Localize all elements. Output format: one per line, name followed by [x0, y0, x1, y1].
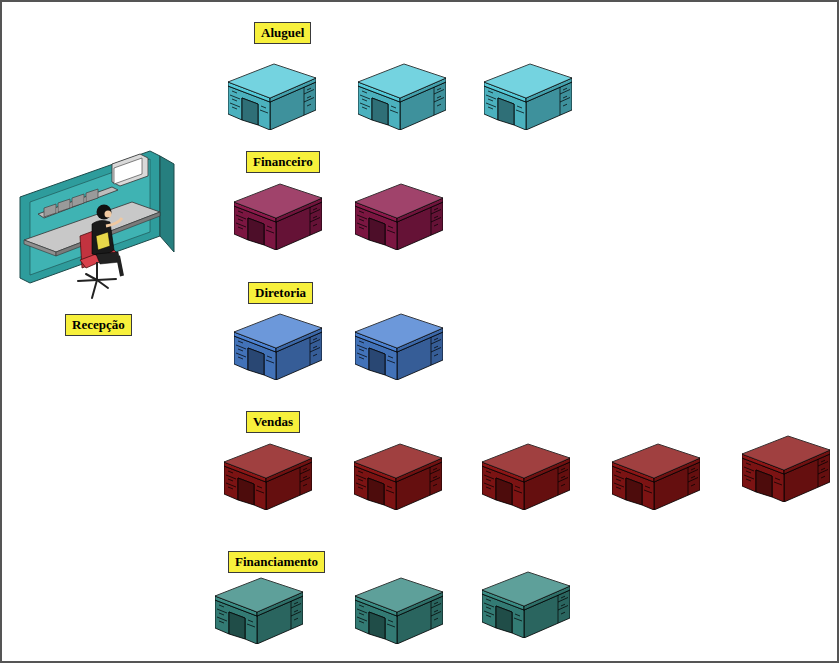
- desk: [355, 578, 443, 644]
- desk: [234, 314, 322, 380]
- room-label: Aluguel: [254, 22, 311, 44]
- desk: [612, 444, 700, 510]
- label-text: Aluguel: [261, 25, 304, 41]
- desk: [228, 64, 316, 130]
- desk: [484, 64, 572, 130]
- desk: [234, 184, 322, 250]
- desk: [354, 444, 442, 510]
- desk: [482, 444, 570, 510]
- label-text: Vendas: [253, 414, 293, 430]
- label-text: Financiamento: [235, 554, 318, 570]
- desk: [742, 436, 830, 502]
- room-label: Financeiro: [246, 151, 320, 173]
- desk: [358, 64, 446, 130]
- room-label: Diretoria: [248, 282, 313, 304]
- desk: [482, 572, 570, 638]
- room-label: Vendas: [246, 411, 300, 433]
- label-text: Recepção: [72, 317, 125, 333]
- label-text: Diretoria: [255, 285, 306, 301]
- room-label: Financiamento: [228, 551, 325, 573]
- room-label: Recepção: [65, 314, 132, 336]
- desk: [355, 184, 443, 250]
- desk: [215, 578, 303, 644]
- desk: [224, 444, 312, 510]
- reception-cubicle: [20, 151, 174, 298]
- desk: [355, 314, 443, 380]
- label-text: Financeiro: [253, 154, 313, 170]
